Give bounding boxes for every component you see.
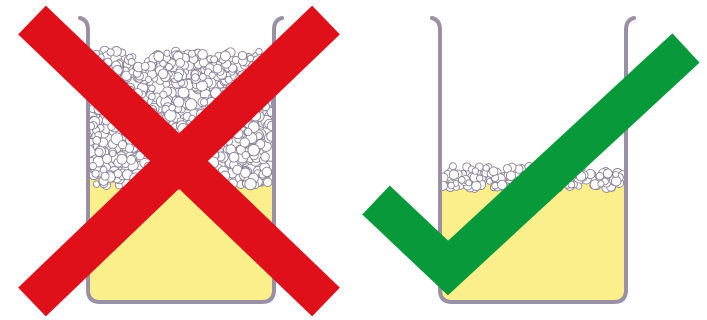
foam-bubble <box>248 144 259 155</box>
foam-bubble <box>240 138 249 147</box>
foam-bubble <box>174 97 184 107</box>
foam-bubble <box>103 154 112 163</box>
foam-bubble <box>160 91 167 98</box>
foam-bubble <box>95 148 103 156</box>
foam-bubble <box>466 180 472 186</box>
foam-bubble <box>245 128 252 135</box>
foam-bubble <box>211 56 218 63</box>
foam-bubble <box>141 62 149 70</box>
foam-bubble <box>221 51 231 61</box>
foam-bubble <box>165 110 176 121</box>
foam-bubble <box>472 181 481 190</box>
foam-bubble <box>458 177 465 184</box>
foam-bubble <box>149 93 156 100</box>
foam-bubble <box>178 87 189 98</box>
foam-bubble <box>238 51 246 59</box>
foam-bubble <box>114 170 122 178</box>
foam-bubble <box>198 50 208 60</box>
foam-bubble <box>256 48 262 54</box>
foam-bubble <box>154 52 164 62</box>
foam-bubble <box>245 178 256 189</box>
foam-bubble <box>149 85 156 92</box>
foam-bubble <box>209 72 215 78</box>
foam-bubble <box>93 137 101 145</box>
foam-bubble <box>449 163 456 170</box>
foam-bubble <box>164 50 170 56</box>
foam-bubble <box>213 64 222 73</box>
foam-bubble <box>483 165 489 171</box>
foam-bubble <box>261 153 270 162</box>
foam-bubble <box>201 99 208 106</box>
foam-bubble <box>186 99 197 110</box>
foam-bubble <box>176 59 185 68</box>
foam-bubble <box>613 171 619 177</box>
foam-bubble <box>127 156 136 165</box>
foam-bubble <box>611 176 621 186</box>
foam-bubble <box>92 170 99 177</box>
foam-bubble <box>247 55 253 61</box>
foam-bubble <box>229 152 239 162</box>
foam-bubble <box>165 64 172 71</box>
foam-bubble <box>242 152 249 159</box>
foam-bubble <box>174 73 182 81</box>
foam-bubble <box>506 171 515 180</box>
foam-bubble <box>603 169 612 178</box>
foam-bubble <box>192 74 199 81</box>
foam-bubble <box>118 141 126 149</box>
foam-bubble <box>89 162 96 169</box>
foam-bubble <box>448 182 454 188</box>
foam-bubble <box>158 69 167 78</box>
foam-bubble <box>449 170 458 179</box>
foam-bubble <box>472 168 478 174</box>
foam-bubble <box>189 50 196 57</box>
foam-bubble <box>225 76 232 83</box>
foam-bubble <box>596 173 603 180</box>
foam-bubble <box>598 181 604 187</box>
foam-bubble <box>145 76 151 82</box>
foam-bubble <box>107 49 114 56</box>
foam-bubble <box>489 167 498 176</box>
foam-bubble <box>263 178 272 187</box>
foam-bubble <box>477 175 483 181</box>
foam-bubble <box>101 172 109 180</box>
foam-bubble <box>117 154 127 164</box>
foam-bubble <box>262 167 271 176</box>
